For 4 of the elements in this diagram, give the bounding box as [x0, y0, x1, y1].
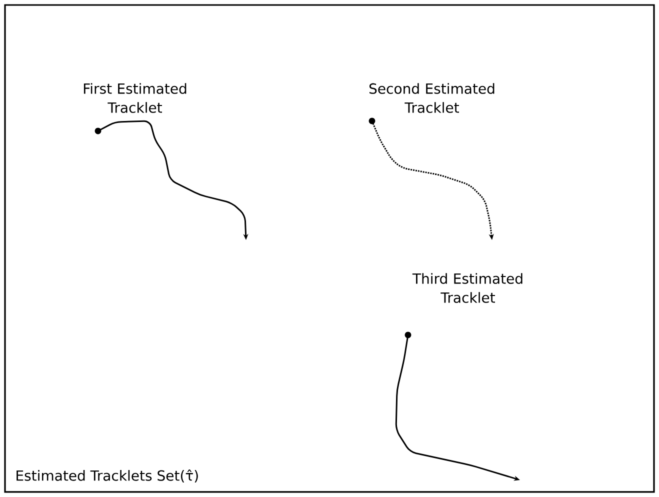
tracklet-label: Second Estimated Tracklet	[369, 83, 494, 113]
tracklet-label: First Estimated Tracklet	[84, 83, 186, 113]
tracklet-label: Third Estimated Tracklet	[412, 273, 522, 303]
tracklet-label: Estimated Tracklets Set(τ̂)	[16, 469, 198, 482]
